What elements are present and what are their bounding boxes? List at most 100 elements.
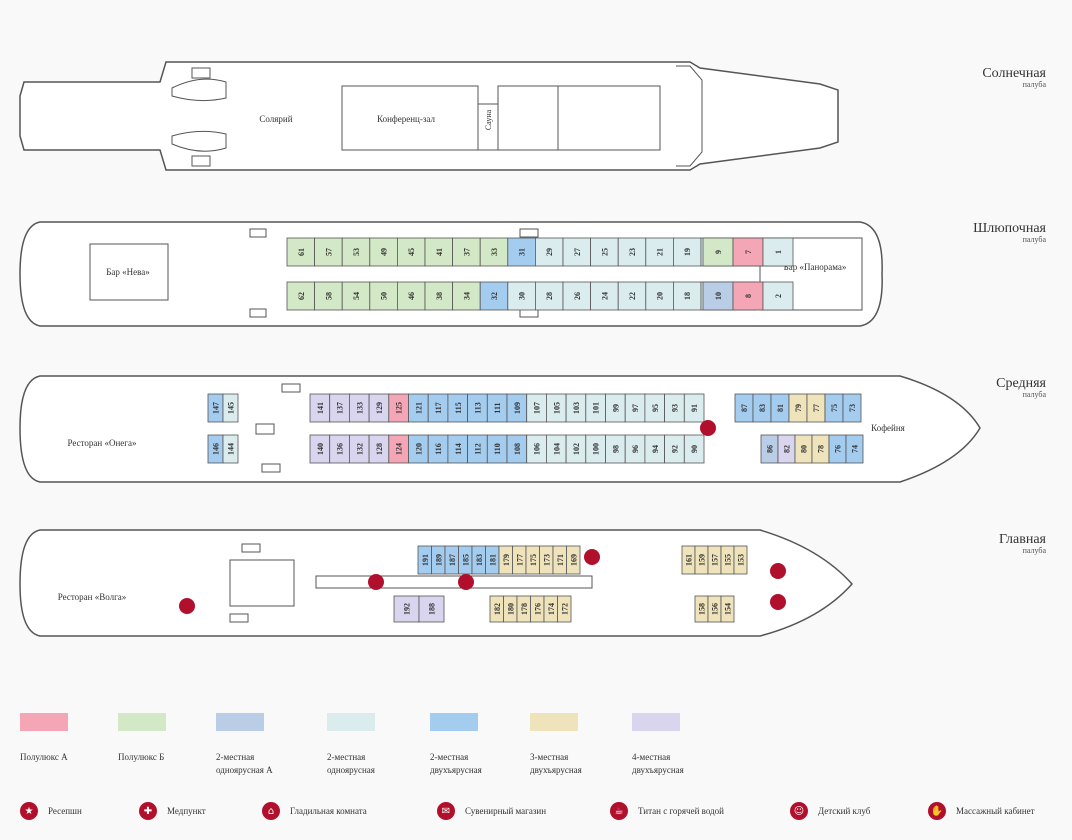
cabin-21[interactable]: 21 [645,237,674,267]
cabin-169[interactable]: 169 [566,545,581,575]
cabin-177[interactable]: 177 [512,545,527,575]
cabin-77[interactable]: 77 [806,393,826,423]
cabin-181[interactable]: 181 [485,545,500,575]
cabin-2[interactable]: 2 [762,281,794,311]
cabin-174[interactable]: 174 [543,595,558,623]
cabin-73[interactable]: 73 [842,393,862,423]
cabin-189[interactable]: 189 [431,545,446,575]
cabin-178[interactable]: 178 [516,595,531,623]
cabin-120[interactable]: 120 [408,434,429,464]
cabin-153[interactable]: 153 [733,545,748,575]
cabin-112[interactable]: 112 [467,434,488,464]
cabin-97[interactable]: 97 [624,393,646,423]
cabin-103[interactable]: 103 [565,393,587,423]
cabin-24[interactable]: 24 [590,281,619,311]
cabin-99[interactable]: 99 [605,393,626,423]
cabin-37[interactable]: 37 [452,237,481,267]
cabin-53[interactable]: 53 [341,237,371,267]
cabin-156[interactable]: 156 [707,595,722,623]
cabin-9[interactable]: 9 [702,237,734,267]
cabin-144[interactable]: 144 [222,434,239,464]
cabin-188[interactable]: 188 [418,595,445,623]
cabin-128[interactable]: 128 [368,434,390,464]
cabin-102[interactable]: 102 [565,434,587,464]
cabin-31[interactable]: 31 [507,237,536,267]
cabin-41[interactable]: 41 [424,237,454,267]
cabin-157[interactable]: 157 [707,545,722,575]
cabin-104[interactable]: 104 [546,434,567,464]
cabin-25[interactable]: 25 [590,237,619,267]
cabin-161[interactable]: 161 [681,545,696,575]
cabin-50[interactable]: 50 [369,281,398,311]
cabin-101[interactable]: 101 [585,393,606,423]
cabin-75[interactable]: 75 [824,393,844,423]
cabin-94[interactable]: 94 [644,434,666,464]
cabin-133[interactable]: 133 [348,393,370,423]
cabin-76[interactable]: 76 [828,434,847,464]
cabin-140[interactable]: 140 [309,434,331,464]
cabin-108[interactable]: 108 [506,434,528,464]
cabin-116[interactable]: 116 [427,434,449,464]
cabin-32[interactable]: 32 [479,281,509,311]
cabin-171[interactable]: 171 [552,545,567,575]
cabin-81[interactable]: 81 [770,393,790,423]
cabin-91[interactable]: 91 [683,393,705,423]
cabin-86[interactable]: 86 [760,434,779,464]
cabin-28[interactable]: 28 [535,281,564,311]
cabin-83[interactable]: 83 [752,393,772,423]
cabin-175[interactable]: 175 [525,545,540,575]
cabin-98[interactable]: 98 [605,434,626,464]
cabin-172[interactable]: 172 [557,595,572,623]
cabin-23[interactable]: 23 [617,237,647,267]
cabin-34[interactable]: 34 [452,281,481,311]
cabin-129[interactable]: 129 [368,393,390,423]
cabin-100[interactable]: 100 [585,434,606,464]
cabin-107[interactable]: 107 [526,393,547,423]
cabin-111[interactable]: 111 [486,393,508,423]
cabin-61[interactable]: 61 [286,237,316,267]
cabin-182[interactable]: 182 [489,595,504,623]
cabin-62[interactable]: 62 [286,281,316,311]
cabin-20[interactable]: 20 [645,281,674,311]
cabin-96[interactable]: 96 [624,434,646,464]
cabin-27[interactable]: 27 [562,237,592,267]
cabin-136[interactable]: 136 [329,434,350,464]
cabin-114[interactable]: 114 [447,434,468,464]
cabin-113[interactable]: 113 [467,393,488,423]
cabin-57[interactable]: 57 [314,237,343,267]
cabin-8[interactable]: 8 [732,281,764,311]
cabin-49[interactable]: 49 [369,237,398,267]
cabin-92[interactable]: 92 [664,434,685,464]
cabin-137[interactable]: 137 [329,393,350,423]
cabin-78[interactable]: 78 [811,434,830,464]
cabin-141[interactable]: 141 [309,393,331,423]
cabin-176[interactable]: 176 [530,595,545,623]
cabin-146[interactable]: 146 [207,434,224,464]
cabin-192[interactable]: 192 [393,595,420,623]
cabin-185[interactable]: 185 [458,545,473,575]
cabin-7[interactable]: 7 [732,237,764,267]
cabin-93[interactable]: 93 [664,393,685,423]
cabin-46[interactable]: 46 [396,281,426,311]
cabin-110[interactable]: 110 [486,434,508,464]
cabin-82[interactable]: 82 [777,434,796,464]
cabin-95[interactable]: 95 [644,393,666,423]
cabin-33[interactable]: 33 [479,237,509,267]
cabin-45[interactable]: 45 [396,237,426,267]
cabin-179[interactable]: 179 [498,545,513,575]
cabin-58[interactable]: 58 [314,281,343,311]
cabin-155[interactable]: 155 [720,545,735,575]
cabin-173[interactable]: 173 [539,545,554,575]
cabin-180[interactable]: 180 [503,595,518,623]
cabin-145[interactable]: 145 [222,393,239,423]
cabin-30[interactable]: 30 [507,281,536,311]
cabin-125[interactable]: 125 [388,393,409,423]
cabin-117[interactable]: 117 [427,393,449,423]
cabin-147[interactable]: 147 [207,393,224,423]
cabin-10[interactable]: 10 [702,281,734,311]
cabin-22[interactable]: 22 [617,281,647,311]
cabin-121[interactable]: 121 [408,393,429,423]
cabin-87[interactable]: 87 [734,393,754,423]
cabin-90[interactable]: 90 [683,434,705,464]
cabin-132[interactable]: 132 [348,434,370,464]
